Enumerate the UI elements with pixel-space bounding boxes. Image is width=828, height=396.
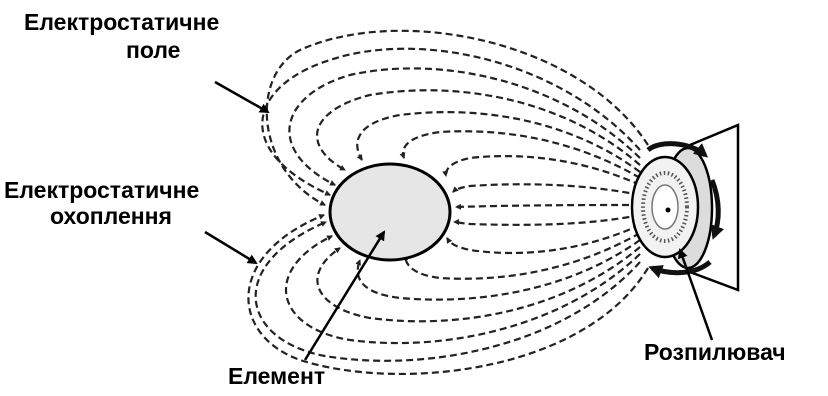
- leader-arrow-element: [303, 230, 386, 361]
- field-line: [265, 29, 649, 206]
- rotation-arrow-top: [646, 141, 709, 158]
- label-element: Елемент: [228, 363, 326, 389]
- field-line: [452, 183, 641, 197]
- leader-arrows: [204, 80, 714, 361]
- leader-arrow-sprayer: [677, 248, 714, 341]
- field-line: [254, 220, 641, 362]
- element-shape: [328, 162, 452, 262]
- field-line: [316, 89, 641, 171]
- sprayer-bell-ring: [641, 171, 689, 243]
- field-line: [316, 246, 641, 323]
- sprayer-bell-inner: [651, 184, 679, 230]
- sprayer-device: [630, 123, 740, 292]
- sprayer-center-dot: [665, 207, 671, 213]
- rotation-arrow-bottom: [648, 260, 712, 279]
- field-line: [455, 203, 641, 210]
- field-line: [284, 235, 641, 345]
- field-line: [355, 239, 641, 301]
- field-line: [247, 213, 649, 376]
- label-electrostatic-wrap-line2: охоплення: [50, 203, 172, 229]
- leader-arrow-wrap: [204, 230, 258, 265]
- leader-arrow-field: [214, 80, 270, 114]
- field-line: [442, 155, 641, 187]
- field-lines: [247, 29, 649, 376]
- field-line: [356, 111, 641, 173]
- label-sprayer: Розпилювач: [644, 339, 786, 365]
- label-electrostatic-field-line2: поле: [126, 37, 181, 63]
- rotation-arrow-right: [709, 179, 725, 240]
- field-line: [399, 130, 641, 179]
- label-electrostatic-field-line1: Електростатичне: [24, 9, 220, 35]
- label-electrostatic-wrap-line1: Електростатичне: [4, 177, 200, 203]
- field-line: [453, 213, 641, 226]
- field-line: [288, 67, 641, 186]
- field-line: [446, 223, 641, 255]
